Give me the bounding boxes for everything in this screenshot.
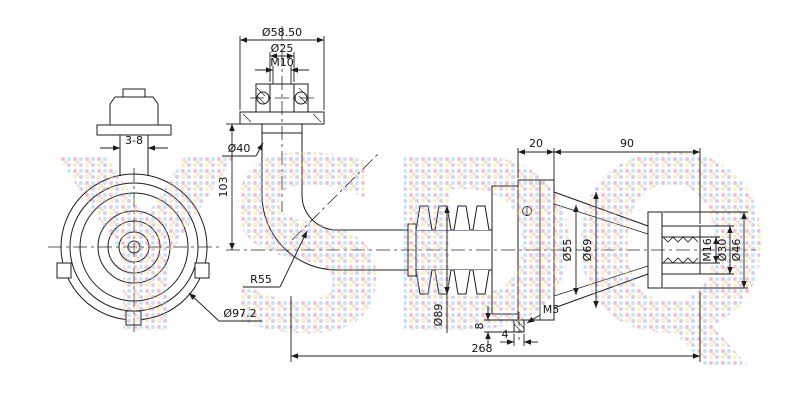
- dim-collar-dia-label: Ø46: [730, 239, 743, 262]
- clamp-lug: [125, 310, 142, 326]
- dim-lug-label: 3-8: [125, 134, 143, 147]
- dim-outer-dia-label: Ø97.2: [223, 307, 256, 320]
- dim-flange-dia-label: Ø58.50: [262, 26, 302, 39]
- front-view: [56, 88, 210, 326]
- hatching: [242, 87, 322, 123]
- grub-screw: [522, 206, 532, 216]
- stem-cap: [109, 96, 159, 126]
- dim-body-len-label: 20: [529, 137, 543, 150]
- dim-neck-dia-label: Ø55: [561, 239, 574, 262]
- dim-screw-thread-label: M5: [543, 303, 560, 316]
- dim-tube-dia-label: Ø30: [716, 239, 729, 262]
- dim-body-dia-label: Ø69: [581, 239, 594, 262]
- cone-wall-line: [553, 265, 649, 297]
- clamp-lug: [194, 262, 210, 279]
- dim-bore-dia-label: Ø25: [271, 42, 294, 55]
- dim-height-label: 103: [217, 177, 230, 198]
- cone-wall-line: [553, 203, 649, 235]
- dimension-labels: 3-8 Ø97.2 Ø58.50 Ø25 M10 Ø40 103 R55 20 …: [125, 26, 743, 355]
- watermark: YSDQ: [56, 107, 761, 387]
- clamp-lug: [56, 262, 72, 279]
- dim-bellows-dia-label: Ø89: [432, 304, 445, 327]
- dim-thread-label: M10: [270, 56, 294, 69]
- bend-axis: [291, 153, 379, 241]
- thread-serration: [662, 236, 699, 243]
- dim-overall-len-label: 268: [472, 342, 493, 355]
- stem-nub: [122, 88, 146, 98]
- dim-screw-height-label: 8: [473, 323, 486, 330]
- dim-pipe-dia-label: Ø40: [228, 142, 251, 155]
- dim-nose-len-label: 90: [620, 137, 634, 150]
- screw-hatching: [513, 319, 525, 333]
- dim-screw-width-label: 4: [502, 328, 509, 341]
- dimensions: [100, 36, 748, 362]
- thread-serration: [662, 257, 699, 264]
- dim-radius-label: R55: [250, 273, 272, 286]
- elbow-outer-arc: [261, 194, 338, 271]
- dim-end-thread-label: M16: [701, 238, 714, 262]
